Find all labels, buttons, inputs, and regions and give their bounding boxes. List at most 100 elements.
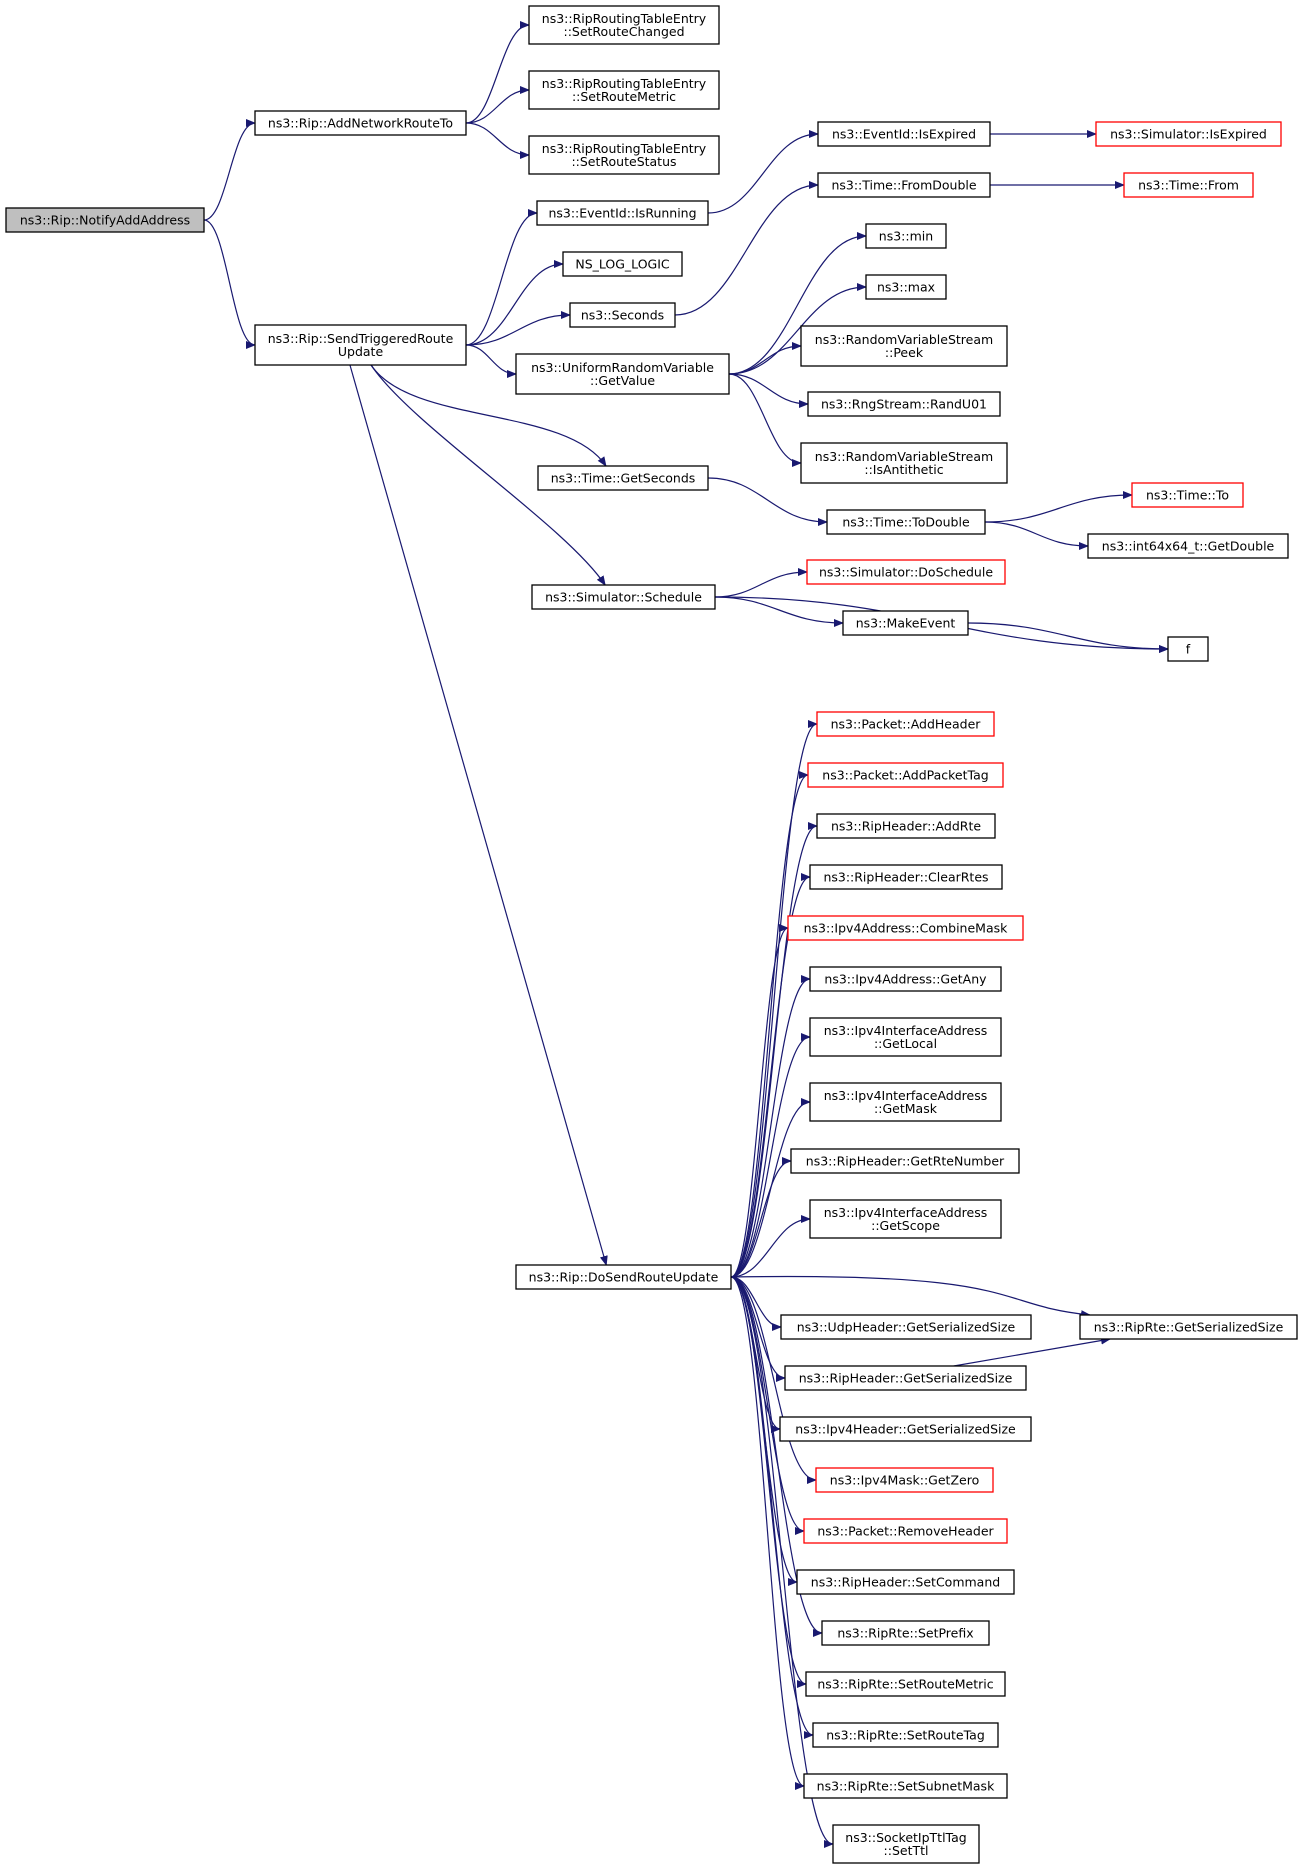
edge-dosend-to-getrtenumber	[730, 1157, 792, 1278]
node-addrte[interactable]: ns3::RipHeader::AddRte	[816, 813, 996, 839]
node-addheader[interactable]: ns3::Packet::AddHeader	[816, 711, 995, 737]
node-box	[784, 1365, 1027, 1391]
node-label: ::SetRouteMetric	[572, 89, 676, 104]
node-label: ::GetMask	[874, 1101, 938, 1116]
node-urvgetvalue[interactable]: ns3::UniformRandomVariable::GetValue	[515, 353, 730, 395]
node-timegetsec[interactable]: ns3::Time::GetSeconds	[537, 465, 709, 491]
node-setstatus[interactable]: ns3::RipRoutingTableEntry::SetRouteStatu…	[528, 135, 720, 175]
node-setsubnetmask[interactable]: ns3::RipRte::SetSubnetMask	[803, 1773, 1008, 1799]
node-root[interactable]: ns3::Rip::NotifyAddAddress	[5, 207, 205, 233]
node-ipv4headersize[interactable]: ns3::Ipv4Header::GetSerializedSize	[779, 1416, 1032, 1442]
node-setprefix[interactable]: ns3::RipRte::SetPrefix	[821, 1620, 990, 1646]
edge-urvgetvalue-to-randu01	[728, 373, 809, 408]
node-box	[816, 813, 996, 839]
node-label: ns3::Time::From	[1138, 178, 1239, 193]
node-setmetric_rte[interactable]: ns3::RipRoutingTableEntry::SetRouteMetri…	[528, 70, 720, 110]
node-todouble[interactable]: ns3::Time::ToDouble	[826, 509, 986, 535]
node-box	[807, 391, 1001, 417]
edge-root-to-addnet	[203, 119, 256, 221]
node-getmask[interactable]: ns3::Ipv4InterfaceAddress::GetMask	[809, 1082, 1002, 1122]
node-getscope[interactable]: ns3::Ipv4InterfaceAddress::GetScope	[809, 1199, 1002, 1239]
node-setchanged[interactable]: ns3::RipRoutingTableEntry::SetRouteChang…	[528, 5, 720, 45]
node-simschedule[interactable]: ns3::Simulator::Schedule	[531, 584, 716, 610]
edge-urvgetvalue-to-peek	[728, 342, 802, 375]
node-box	[1087, 533, 1289, 559]
node-box	[809, 966, 1002, 992]
node-label: ns3::Ipv4InterfaceAddress	[824, 1205, 988, 1220]
edge-urvgetvalue-to-isanti	[728, 373, 802, 467]
edge-dosend-to-addrte	[730, 822, 818, 1278]
node-min[interactable]: ns3::min	[865, 223, 947, 249]
node-label: ns3::max	[877, 280, 935, 295]
node-label: ns3::Ipv4Address::CombineMask	[804, 921, 1009, 936]
node-label: ns3::Simulator::Schedule	[545, 590, 702, 605]
node-label: f	[1186, 642, 1191, 657]
edge-dosend-to-setsubnetmask	[730, 1276, 805, 1790]
node-doschedule[interactable]: ns3::Simulator::DoSchedule	[806, 559, 1006, 585]
node-f[interactable]: f	[1167, 636, 1209, 662]
edges-layer	[203, 21, 1169, 1848]
node-setcommand[interactable]: ns3::RipHeader::SetCommand	[796, 1569, 1015, 1595]
node-box	[5, 207, 205, 233]
node-box	[515, 1264, 732, 1290]
node-box	[826, 509, 986, 535]
node-box	[865, 223, 947, 249]
node-fromdouble[interactable]: ns3::Time::FromDouble	[817, 172, 991, 198]
node-box	[537, 465, 709, 491]
node-clearrtes[interactable]: ns3::RipHeader::ClearRtes	[809, 864, 1003, 890]
node-simisexpired[interactable]: ns3::Simulator::IsExpired	[1095, 121, 1282, 147]
edge-sendtrig-to-simschedule	[370, 364, 606, 586]
edge-root-to-sendtrig	[203, 219, 256, 349]
node-makeevent[interactable]: ns3::MakeEvent	[842, 610, 969, 636]
node-getany[interactable]: ns3::Ipv4Address::GetAny	[809, 966, 1002, 992]
edge-addnet-to-setchanged	[465, 21, 530, 124]
node-isexpired[interactable]: ns3::EventId::IsExpired	[817, 121, 991, 147]
node-isrunning[interactable]: ns3::EventId::IsRunning	[536, 200, 709, 226]
node-nslog[interactable]: NS_LOG_LOGIC	[562, 251, 683, 277]
node-getzero[interactable]: ns3::Ipv4Mask::GetZero	[815, 1467, 994, 1493]
node-ripheadersize[interactable]: ns3::RipHeader::GetSerializedSize	[784, 1365, 1027, 1391]
node-setroutemetric[interactable]: ns3::RipRte::SetRouteMetric	[805, 1671, 1006, 1697]
node-label: ns3::RipHeader::GetSerializedSize	[799, 1371, 1013, 1386]
node-label: ns3::RipRte::SetRouteTag	[826, 1728, 985, 1743]
node-setroutetag[interactable]: ns3::RipRte::SetRouteTag	[812, 1722, 999, 1748]
edge-dosend-to-addpackettag	[730, 771, 809, 1278]
node-box	[815, 1467, 994, 1493]
node-removeheader[interactable]: ns3::Packet::RemoveHeader	[803, 1518, 1008, 1544]
edge-dosend-to-combinemask	[730, 924, 789, 1278]
node-label: ::GetValue	[590, 373, 655, 388]
node-box	[865, 274, 947, 300]
node-timeto[interactable]: ns3::Time::To	[1131, 482, 1244, 508]
node-getdouble[interactable]: ns3::int64x64_t::GetDouble	[1087, 533, 1289, 559]
node-box	[821, 1620, 990, 1646]
node-peek[interactable]: ns3::RandomVariableStream::Peek	[800, 325, 1008, 367]
node-max[interactable]: ns3::max	[865, 274, 947, 300]
edge-sendtrig-to-nslog	[465, 260, 564, 346]
edge-dosend-to-addheader	[730, 720, 818, 1278]
node-label: ns3::Packet::AddPacketTag	[822, 768, 988, 783]
node-label: ns3::Ipv4Address::GetAny	[824, 972, 987, 987]
node-getlocal[interactable]: ns3::Ipv4InterfaceAddress::GetLocal	[809, 1017, 1002, 1057]
edge-dosend-to-getzero	[730, 1276, 817, 1484]
node-label: ::SetTtl	[884, 1843, 929, 1858]
node-timefrom[interactable]: ns3::Time::From	[1123, 172, 1254, 198]
node-addpackettag[interactable]: ns3::Packet::AddPacketTag	[807, 762, 1004, 788]
node-riprtesize[interactable]: ns3::RipRte::GetSerializedSize	[1079, 1314, 1298, 1340]
node-addnet[interactable]: ns3::Rip::AddNetworkRouteTo	[254, 110, 467, 136]
node-combinemask[interactable]: ns3::Ipv4Address::CombineMask	[787, 915, 1024, 941]
node-getrtenumber[interactable]: ns3::RipHeader::GetRteNumber	[790, 1148, 1020, 1174]
edge-dosend-to-clearrtes	[730, 873, 811, 1278]
node-seconds[interactable]: ns3::Seconds	[569, 302, 676, 328]
edge-addnet-to-setstatus	[465, 122, 530, 159]
node-udpsize[interactable]: ns3::UdpHeader::GetSerializedSize	[780, 1314, 1032, 1340]
edge-dosend-to-setroutetag	[730, 1276, 814, 1739]
node-label: ns3::Ipv4InterfaceAddress	[824, 1088, 988, 1103]
node-isanti[interactable]: ns3::RandomVariableStream::IsAntithetic	[800, 442, 1008, 484]
node-dosend[interactable]: ns3::Rip::DoSendRouteUpdate	[515, 1264, 732, 1290]
node-setttl[interactable]: ns3::SocketIpTtlTag::SetTtl	[832, 1824, 980, 1864]
node-randu01[interactable]: ns3::RngStream::RandU01	[807, 391, 1001, 417]
node-label: ns3::Rip::NotifyAddAddress	[20, 213, 190, 228]
node-label: ns3::Rip::SendTriggeredRoute	[268, 331, 454, 346]
